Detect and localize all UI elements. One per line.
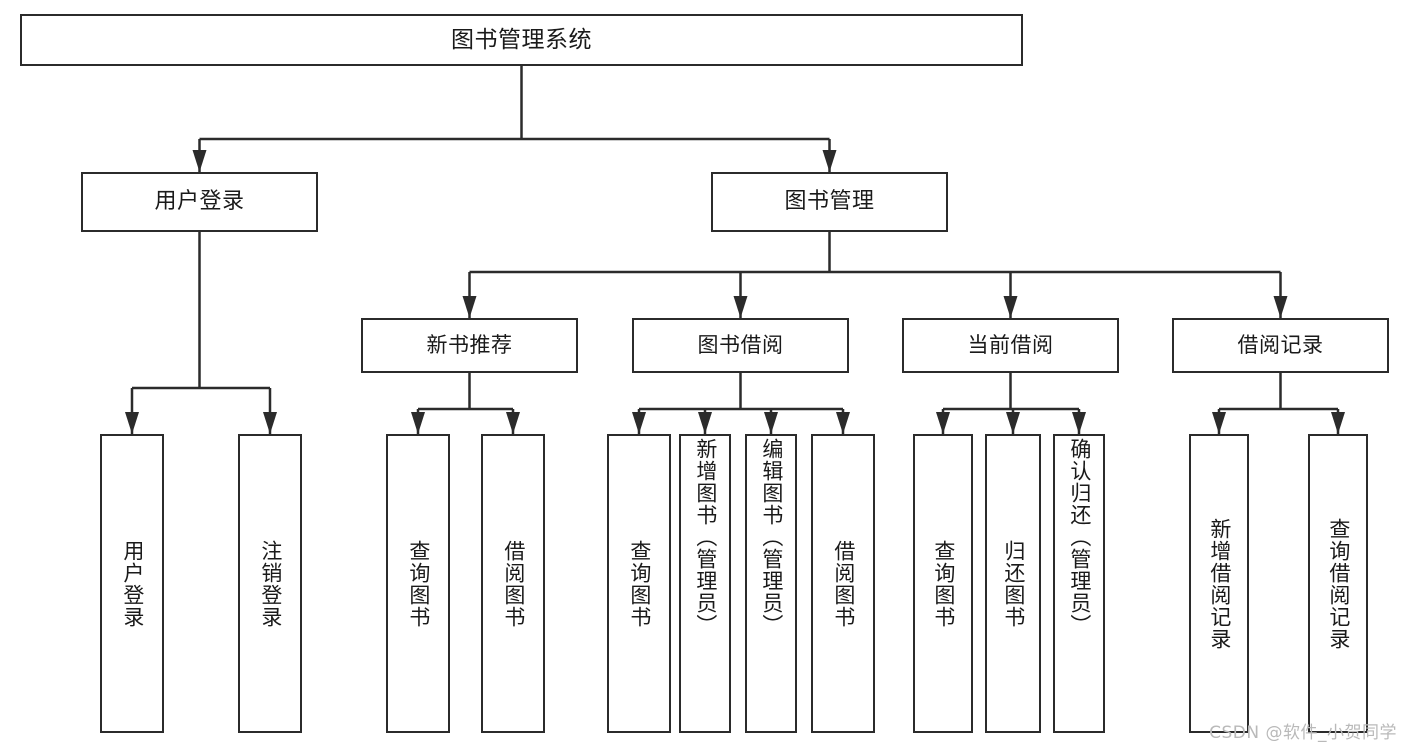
node-root[interactable]: 图书管理系统: [20, 14, 1023, 66]
leaf-node-label: 查询图书: [931, 539, 956, 628]
leaf-node-label: 借阅图书: [831, 539, 856, 628]
leaf-node[interactable]: 查询图书: [607, 434, 671, 733]
leaf-node-label: 归还图书: [1001, 539, 1026, 628]
leaf-node[interactable]: 查询图书: [386, 434, 450, 733]
leaf-node-label: 查询图书: [627, 539, 652, 628]
leaf-node-label: 编辑图书（管理员）: [759, 438, 784, 636]
node-user-login[interactable]: 用户登录: [81, 172, 318, 232]
leaf-node-label: 注销登录: [258, 539, 283, 628]
leaf-node-label: 确认归还（管理员）: [1067, 438, 1092, 636]
leaf-node-label: 查询借阅记录: [1326, 517, 1351, 650]
node-user-login-label: 用户登录: [154, 189, 245, 215]
node-book-management-label: 图书管理: [784, 189, 875, 215]
leaf-node-label: 借阅图书: [501, 539, 526, 628]
leaf-node[interactable]: 确认归还（管理员）: [1053, 434, 1105, 733]
leaf-node[interactable]: 新增借阅记录: [1189, 434, 1249, 733]
leaf-node-label: 用户登录: [120, 539, 145, 628]
leaf-node[interactable]: 归还图书: [985, 434, 1041, 733]
leaf-node[interactable]: 新增图书（管理员）: [679, 434, 731, 733]
leaf-node[interactable]: 注销登录: [238, 434, 302, 733]
node-new-book-recommend[interactable]: 新书推荐: [361, 318, 578, 373]
leaf-node[interactable]: 借阅图书: [481, 434, 545, 733]
node-current-borrow-label: 当前借阅: [967, 333, 1054, 358]
leaf-node[interactable]: 查询借阅记录: [1308, 434, 1368, 733]
node-book-borrow-label: 图书借阅: [697, 333, 784, 358]
leaf-node[interactable]: 编辑图书（管理员）: [745, 434, 797, 733]
leaf-node[interactable]: 借阅图书: [811, 434, 875, 733]
node-new-book-recommend-label: 新书推荐: [426, 333, 513, 358]
csdn-watermark: CSDN @软件_小贺同学: [1209, 723, 1397, 743]
node-borrow-record[interactable]: 借阅记录: [1172, 318, 1389, 373]
leaf-node[interactable]: 查询图书: [913, 434, 973, 733]
node-root-label: 图书管理系统: [451, 26, 592, 53]
leaf-node-label: 新增借阅记录: [1207, 517, 1232, 650]
leaf-node[interactable]: 用户登录: [100, 434, 164, 733]
node-book-borrow[interactable]: 图书借阅: [632, 318, 849, 373]
leaf-node-label: 新增图书（管理员）: [693, 438, 718, 636]
node-book-management[interactable]: 图书管理: [711, 172, 948, 232]
leaf-node-label: 查询图书: [406, 539, 431, 628]
node-current-borrow[interactable]: 当前借阅: [902, 318, 1119, 373]
node-borrow-record-label: 借阅记录: [1237, 333, 1324, 358]
